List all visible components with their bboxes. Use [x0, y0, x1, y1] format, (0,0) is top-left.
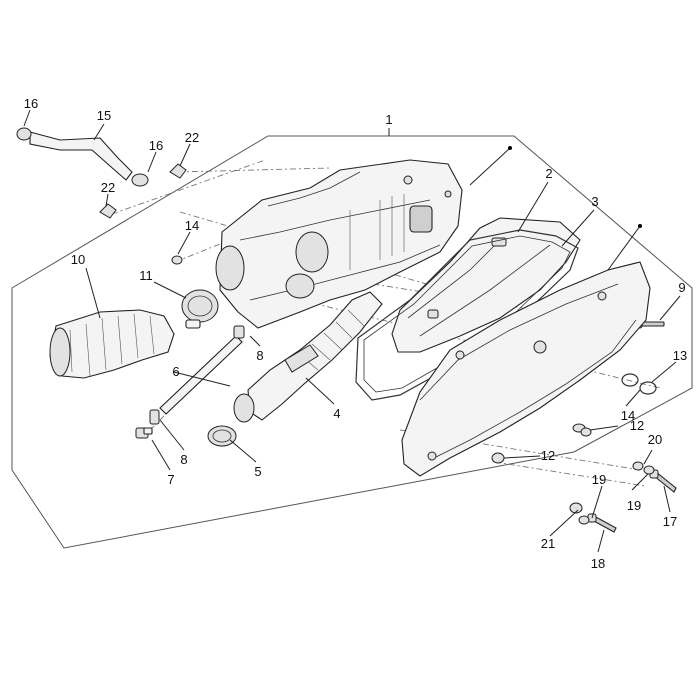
callout-20: 20 [648, 432, 662, 447]
callout-12-lower: 12 [541, 448, 555, 463]
plug-caps[interactable] [149, 325, 245, 425]
callout-17: 17 [663, 514, 677, 529]
callout-7: 7 [167, 472, 174, 487]
callout-8-upper: 8 [256, 348, 263, 363]
drain-tube[interactable] [159, 335, 243, 415]
cover-gasket[interactable] [355, 229, 579, 401]
assembly-frame [11, 135, 693, 549]
air-filter-housing[interactable] [215, 159, 463, 329]
intake-duct[interactable] [233, 291, 383, 423]
callout-22-upper: 22 [185, 130, 199, 145]
washers-12[interactable] [491, 423, 592, 464]
callout-16-right: 16 [149, 138, 163, 153]
leader-lines [23, 109, 681, 553]
callout-13: 13 [673, 348, 687, 363]
callout-3: 3 [591, 194, 598, 209]
callout-1: 1 [385, 112, 392, 127]
callout-18: 18 [591, 556, 605, 571]
callout-21: 21 [541, 536, 555, 551]
callout-14-left: 14 [185, 218, 199, 233]
callout-labels: 1 2 3 4 5 6 7 8 8 9 10 11 12 12 13 14 14… [24, 96, 687, 571]
anchor-dots [508, 146, 642, 228]
washers-19-20-21[interactable] [569, 461, 655, 525]
band-clamp[interactable] [181, 289, 219, 329]
spring-clips-22[interactable] [99, 163, 187, 219]
hose-clamp[interactable] [207, 425, 237, 447]
callout-14-right: 14 [621, 408, 635, 423]
filter-element[interactable] [391, 217, 581, 353]
callout-8-lower: 8 [180, 452, 187, 467]
callout-11: 11 [139, 268, 153, 283]
callout-12-upper: 12 [630, 418, 644, 433]
callout-10: 10 [71, 252, 85, 267]
callout-19-left: 19 [592, 472, 606, 487]
filter-cover[interactable] [401, 261, 651, 477]
callout-2: 2 [545, 166, 552, 181]
long-bolt-17[interactable] [649, 469, 677, 493]
callout-22-lower: 22 [101, 180, 115, 195]
callout-5: 5 [254, 464, 261, 479]
grommet-14[interactable] [171, 255, 183, 265]
callout-9: 9 [678, 280, 685, 295]
callout-16-left: 16 [24, 96, 38, 111]
clip-13[interactable] [621, 373, 657, 395]
small-bolt[interactable] [135, 427, 153, 439]
callout-15: 15 [97, 108, 111, 123]
intake-snorkel[interactable] [49, 309, 175, 379]
callout-4: 4 [333, 406, 340, 421]
breather-hose[interactable] [16, 127, 149, 187]
callout-19-right: 19 [627, 498, 641, 513]
callout-6: 6 [172, 364, 179, 379]
